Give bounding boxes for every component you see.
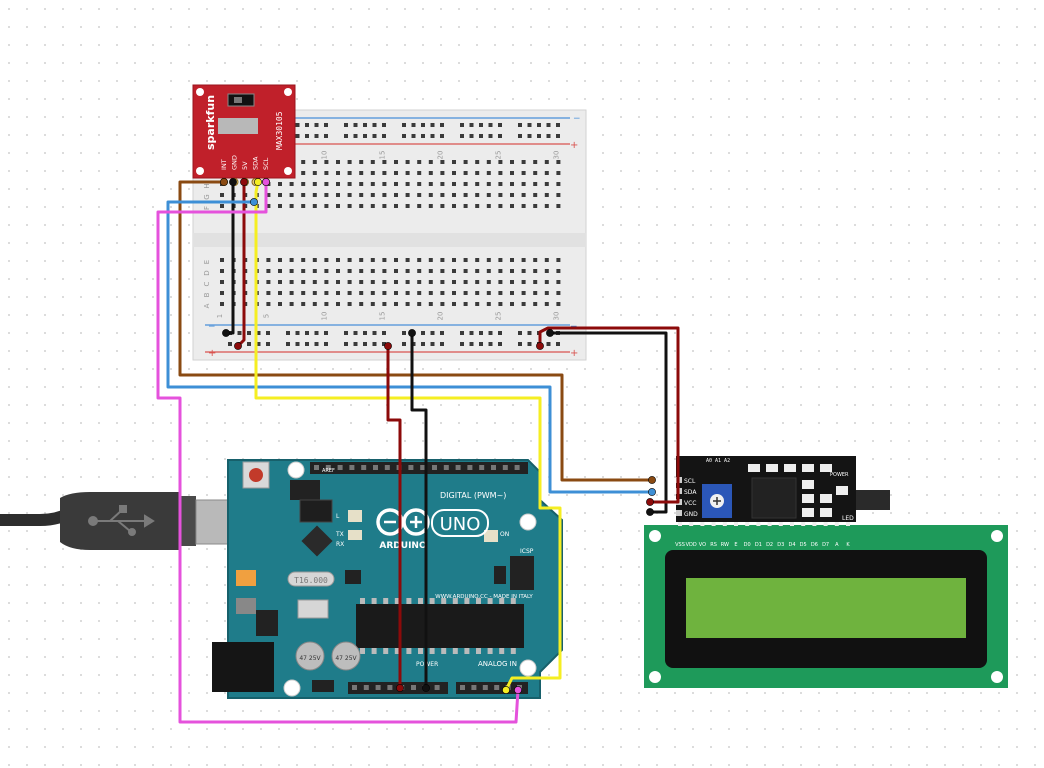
row-letter: D — [203, 270, 211, 275]
lcd-header-label: VDD — [686, 542, 697, 548]
backpack-pads — [748, 464, 848, 517]
row-letter: B — [203, 292, 211, 297]
icsp-label: ICSP — [520, 548, 534, 555]
analog-in-label: ANALOG IN — [478, 660, 517, 668]
arduino-brand-label: ARDUINO — [379, 541, 427, 551]
i2c-pin-label: SCL — [684, 478, 696, 485]
tx-label: TX — [335, 531, 344, 538]
column-number-bottom: 25 — [494, 312, 502, 321]
sensor-pin-label: SCL — [262, 157, 270, 170]
wire-magenta-a5 — [156, 180, 520, 724]
lcd-header-label: RW — [721, 542, 729, 548]
digital-pwm-label: DIGITAL (PWM~) — [440, 491, 506, 500]
rail-minus-top: − — [573, 114, 581, 124]
capacitor-label-2: 47 25V — [335, 655, 357, 662]
rx-label: RX — [336, 541, 344, 548]
backpack-power-label: POWER — [830, 472, 849, 478]
backpack-led-label: LED — [842, 515, 854, 522]
lcd-header-label: D4 — [788, 542, 795, 548]
column-number-top: 20 — [436, 151, 444, 160]
lcd-header-label: D2 — [766, 542, 773, 548]
lcd-header-label: D7 — [822, 542, 829, 548]
rail-plus-top: + — [570, 140, 578, 151]
row-letter: G — [203, 194, 211, 199]
lcd-header-label: K — [846, 542, 850, 548]
lcd-header-label: VSS — [675, 542, 685, 548]
lcd-screen — [686, 578, 966, 638]
lcd-header-label: RS — [710, 542, 717, 548]
lcd-header-label: D0 — [744, 542, 751, 548]
lcd-header-label: D1 — [755, 542, 762, 548]
row-letter: C — [203, 281, 211, 286]
i2c-pin-label: SDA — [684, 489, 697, 496]
i2c-pin-label: VCC — [684, 500, 696, 507]
arduino-logo — [376, 508, 430, 536]
sensor-pin-label: SDA — [252, 156, 260, 170]
sensor-pin-label: 5V — [241, 161, 249, 170]
wire-yellow-a4 — [254, 180, 562, 692]
column-number-top: 15 — [378, 151, 386, 160]
microcontroller-pins — [360, 598, 516, 654]
lcd-header-label: D3 — [777, 542, 784, 548]
column-number-top: 30 — [552, 151, 560, 160]
wire-arduino-5v — [386, 344, 402, 690]
l-label: L — [336, 513, 340, 520]
arduino-uno-board: T16.000 ICSP 47 25V 47 25V UNO ARDUINO — [212, 459, 563, 699]
wires — [156, 180, 680, 724]
wire-arduino-gnd — [410, 331, 428, 690]
wire-blue-sda — [166, 200, 654, 494]
sparkfun-logo-text: sparkfun — [204, 95, 217, 150]
row-letter: A — [203, 303, 211, 308]
column-number-top: 25 — [494, 151, 502, 160]
column-number-bottom: 15 — [378, 312, 386, 321]
dc-power-jack[interactable] — [212, 642, 274, 692]
column-number-bottom: 10 — [320, 312, 328, 321]
reset-button-cap — [249, 468, 263, 482]
wire-lcd-gnd — [548, 331, 668, 514]
website-label: WWW.ARDUINO.CC - MADE IN ITALY — [435, 594, 533, 600]
crystal-label: T16.000 — [294, 576, 328, 585]
i2c-pin-label: GND — [684, 511, 698, 518]
lcd-header-label: E — [734, 542, 737, 548]
row-letter: H — [203, 183, 211, 188]
wire-brown-scl — [178, 180, 654, 482]
uno-label: UNO — [440, 514, 481, 535]
sensor-pin-label: INT — [220, 159, 228, 170]
address-label: A0 A1 A2 — [706, 458, 730, 464]
rail-plus-bottom: + — [570, 348, 578, 359]
wire-lcd-vcc — [538, 326, 680, 504]
column-number-bottom: 30 — [552, 312, 560, 321]
row-letter: E — [203, 260, 211, 264]
column-number-bottom: 5 — [262, 314, 270, 318]
power-header-pins — [352, 685, 522, 690]
rail-minus-bottom-left: − — [208, 322, 216, 332]
lcd-header-label: VO — [699, 542, 706, 548]
rail-plus-bottom-left: + — [208, 348, 216, 359]
aref-label: AREF — [322, 468, 335, 474]
capacitor-label-1: 47 25V — [299, 655, 321, 662]
on-label: ON — [500, 531, 509, 538]
column-number-top: 10 — [320, 151, 328, 160]
sensor-pin-label: GND — [231, 155, 239, 170]
lcd-header-label: D5 — [800, 542, 807, 548]
column-number-bottom: 20 — [436, 312, 444, 321]
sensor-model-label: MAX30105 — [275, 111, 284, 150]
usb-icon — [88, 505, 155, 536]
lcd-header-label: D6 — [811, 542, 818, 548]
row-letter: F — [203, 206, 211, 210]
lcd-header-label: A — [835, 542, 839, 548]
column-number-bottom: 1 — [216, 314, 224, 318]
wire-endpoints — [220, 178, 656, 694]
